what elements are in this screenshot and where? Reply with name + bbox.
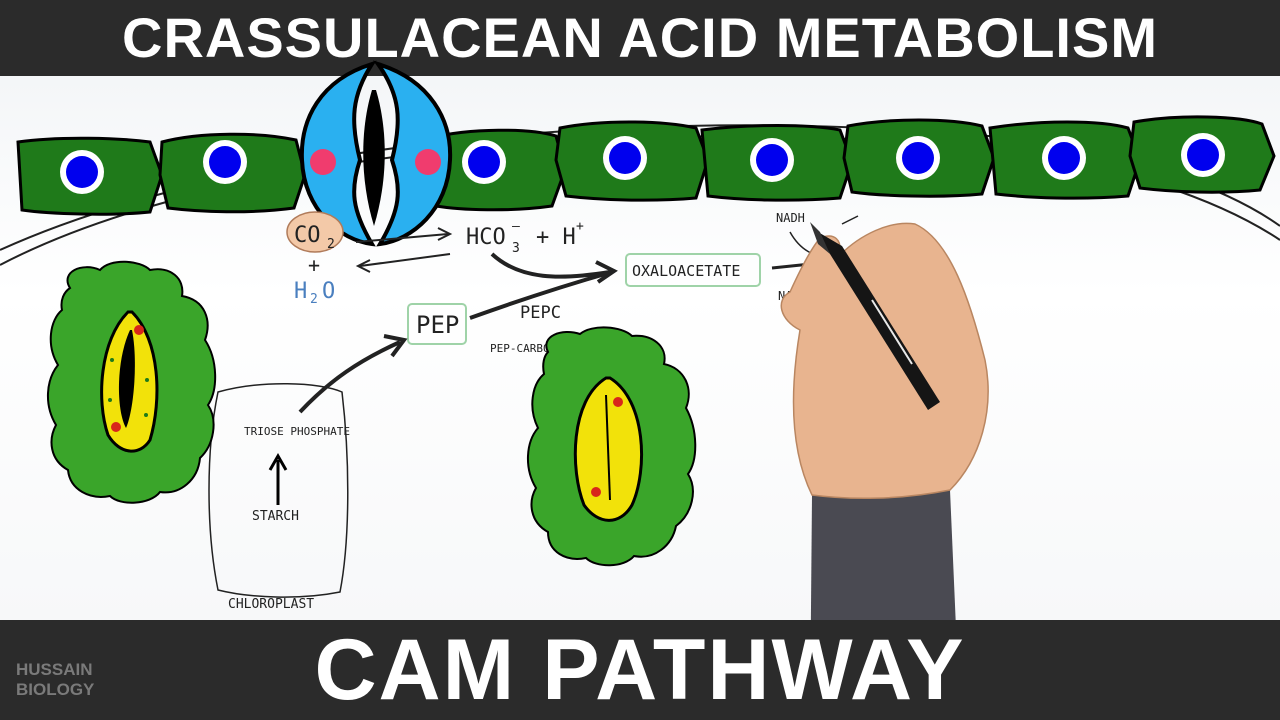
page-title: CRASSULACEAN ACID METABOLISM (122, 6, 1158, 69)
pep-box (407, 303, 467, 345)
closed-pore (605, 394, 611, 501)
chloroplast-dot (310, 149, 336, 175)
chloroplast-dot (415, 149, 441, 175)
oxaloacetate-box (625, 253, 761, 287)
nucleus (468, 146, 500, 178)
nucleus (66, 156, 98, 188)
nucleus (756, 144, 788, 176)
chloroplast-dot (591, 487, 601, 497)
co2-highlight (286, 211, 344, 253)
forward-arrow (355, 233, 449, 243)
reverse-arrow (359, 253, 451, 267)
water-oxygen: O (322, 279, 335, 304)
pep-to-oxaloacetate-arrow (469, 270, 613, 320)
chloroplast-dot (613, 397, 623, 407)
guard-cell-left (299, 60, 377, 247)
brand-line-2: BIOLOGY (16, 680, 95, 699)
chloroplast-dot (134, 325, 144, 335)
co2-label: CO (294, 223, 321, 248)
organelle-dot (145, 378, 149, 382)
bicarbonate-charge: – (512, 219, 520, 234)
forward-arrow-head (437, 227, 453, 241)
footer-banner: CAM PATHWAY (0, 620, 1280, 720)
epidermis-cell-row (16, 115, 1276, 216)
organelle-dot (108, 398, 112, 402)
reverse-arrow-head (355, 259, 371, 273)
guard-cell-right (372, 60, 453, 247)
nucleus (1048, 142, 1080, 174)
title-banner: CRASSULACEAN ACID METABOLISM (0, 0, 1280, 76)
nucleus (209, 146, 241, 178)
hydrogen-label: + H (536, 225, 576, 250)
triose-phosphate-label: TRIOSE PHOSPHATE (244, 425, 350, 438)
nadh-label: NADH (776, 211, 805, 225)
arrow-head (268, 452, 288, 471)
brand-line-1: HUSSAIN (16, 660, 93, 679)
triose-to-pep-arrow (298, 340, 401, 414)
stoma-closed-middle (526, 326, 697, 567)
pepc-label: PEPC (520, 303, 561, 323)
brand-watermark: HUSSAIN BIOLOGY (16, 660, 126, 700)
stoma-top-view (299, 60, 453, 247)
plus-sign: + (308, 253, 320, 277)
water-subscript: 2 (310, 292, 318, 307)
open-pore (118, 330, 135, 428)
arrow-head (383, 334, 408, 358)
oxaloacetate-label: OXALOACETATE (632, 262, 740, 280)
marker-label-stripe (871, 299, 913, 365)
bicarbonate-to-oxaloacetate-arrow (490, 252, 611, 279)
hand (780, 222, 989, 500)
co2-subscript: 2 (327, 237, 335, 252)
bicarbonate-label: HCO (466, 225, 506, 250)
chloroplast-label: CHLOROPLAST (228, 597, 314, 612)
organelle-dot (110, 358, 114, 362)
pep-label: PEP (416, 311, 459, 339)
stoma-open-left (46, 260, 217, 504)
stomatal-pore (363, 90, 385, 226)
hydrogen-charge: + (576, 219, 584, 234)
water-label: H (294, 279, 307, 304)
nucleus (609, 142, 641, 174)
chloroplast-dot (111, 422, 121, 432)
starch-label: STARCH (252, 509, 299, 524)
nad-arrow (841, 215, 859, 225)
organelle-dot (144, 413, 148, 417)
marker-pen (818, 232, 940, 410)
bicarbonate-subscript: 3 (512, 241, 520, 256)
chloroplast-outline (208, 383, 349, 598)
arrow-head (595, 260, 618, 284)
footer-title: CAM PATHWAY (314, 622, 966, 718)
nucleus (1187, 139, 1219, 171)
marker-tip (810, 222, 830, 254)
nucleus (902, 142, 934, 174)
